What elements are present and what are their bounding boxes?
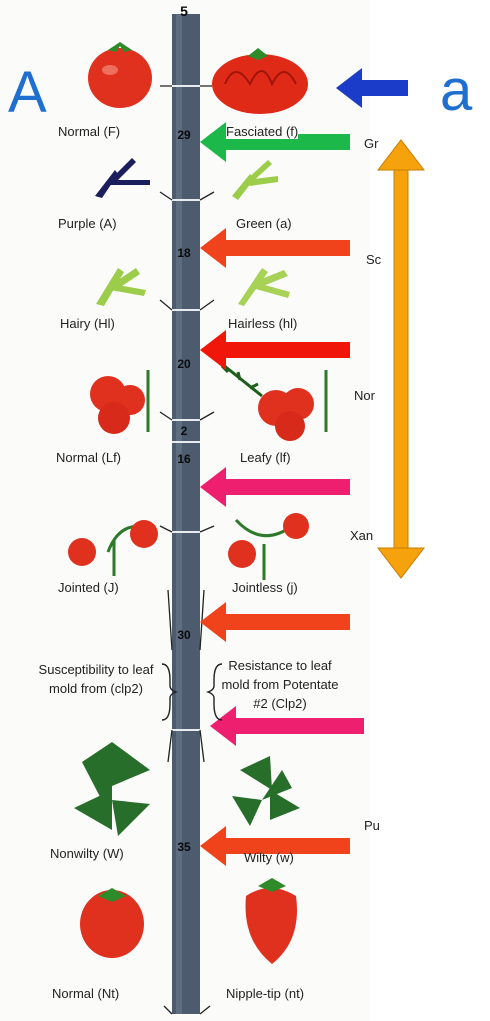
cutoff-text: Pu [364, 818, 380, 833]
trait-label-dominant: Hairy (Hl) [60, 316, 115, 331]
trait-label-recessive: Hairless (hl) [228, 316, 297, 331]
dominant-allele-letter: A [8, 64, 47, 122]
trait-label-recessive: Fasciated (f) [226, 124, 298, 139]
trait-label-dominant: Jointed (J) [58, 580, 119, 595]
trait-label-recessive: Green (a) [236, 216, 292, 231]
distance-label: 35 [171, 840, 197, 854]
trait-label-recessive: Nipple-tip (nt) [226, 986, 304, 1001]
chromosome-highlight [176, 14, 182, 1014]
right-margin [370, 0, 490, 1021]
trait-label-recessive: Resistance to leaf mold from Potentate #… [216, 656, 344, 713]
cutoff-text: Sc [366, 252, 381, 267]
distance-label: 18 [171, 246, 197, 260]
trait-label-recessive: Wilty (w) [244, 850, 294, 865]
distance-label: 20 [171, 357, 197, 371]
trait-label-recessive: Leafy (lf) [240, 450, 291, 465]
trait-label-dominant: Normal (Lf) [56, 450, 121, 465]
cutoff-text: Gr [364, 136, 378, 151]
cutoff-text: Nor [354, 388, 375, 403]
distance-label: 29 [171, 128, 197, 142]
trait-label-recessive: Jointless (j) [232, 580, 298, 595]
recessive-allele-letter: a [440, 62, 472, 120]
trait-label-dominant: Susceptibility to leaf mold from (clp2) [34, 660, 158, 698]
cutoff-text: Xan [350, 528, 373, 543]
distance-label: 16 [171, 452, 197, 466]
distance-label: 2 [171, 424, 197, 438]
trait-label-dominant: Normal (Nt) [52, 986, 119, 1001]
chromosome-number: 5 [171, 3, 197, 19]
trait-label-dominant: Nonwilty (W) [50, 846, 124, 861]
distance-label: 30 [171, 628, 197, 642]
trait-label-dominant: Purple (A) [58, 216, 117, 231]
trait-label-dominant: Normal (F) [58, 124, 120, 139]
